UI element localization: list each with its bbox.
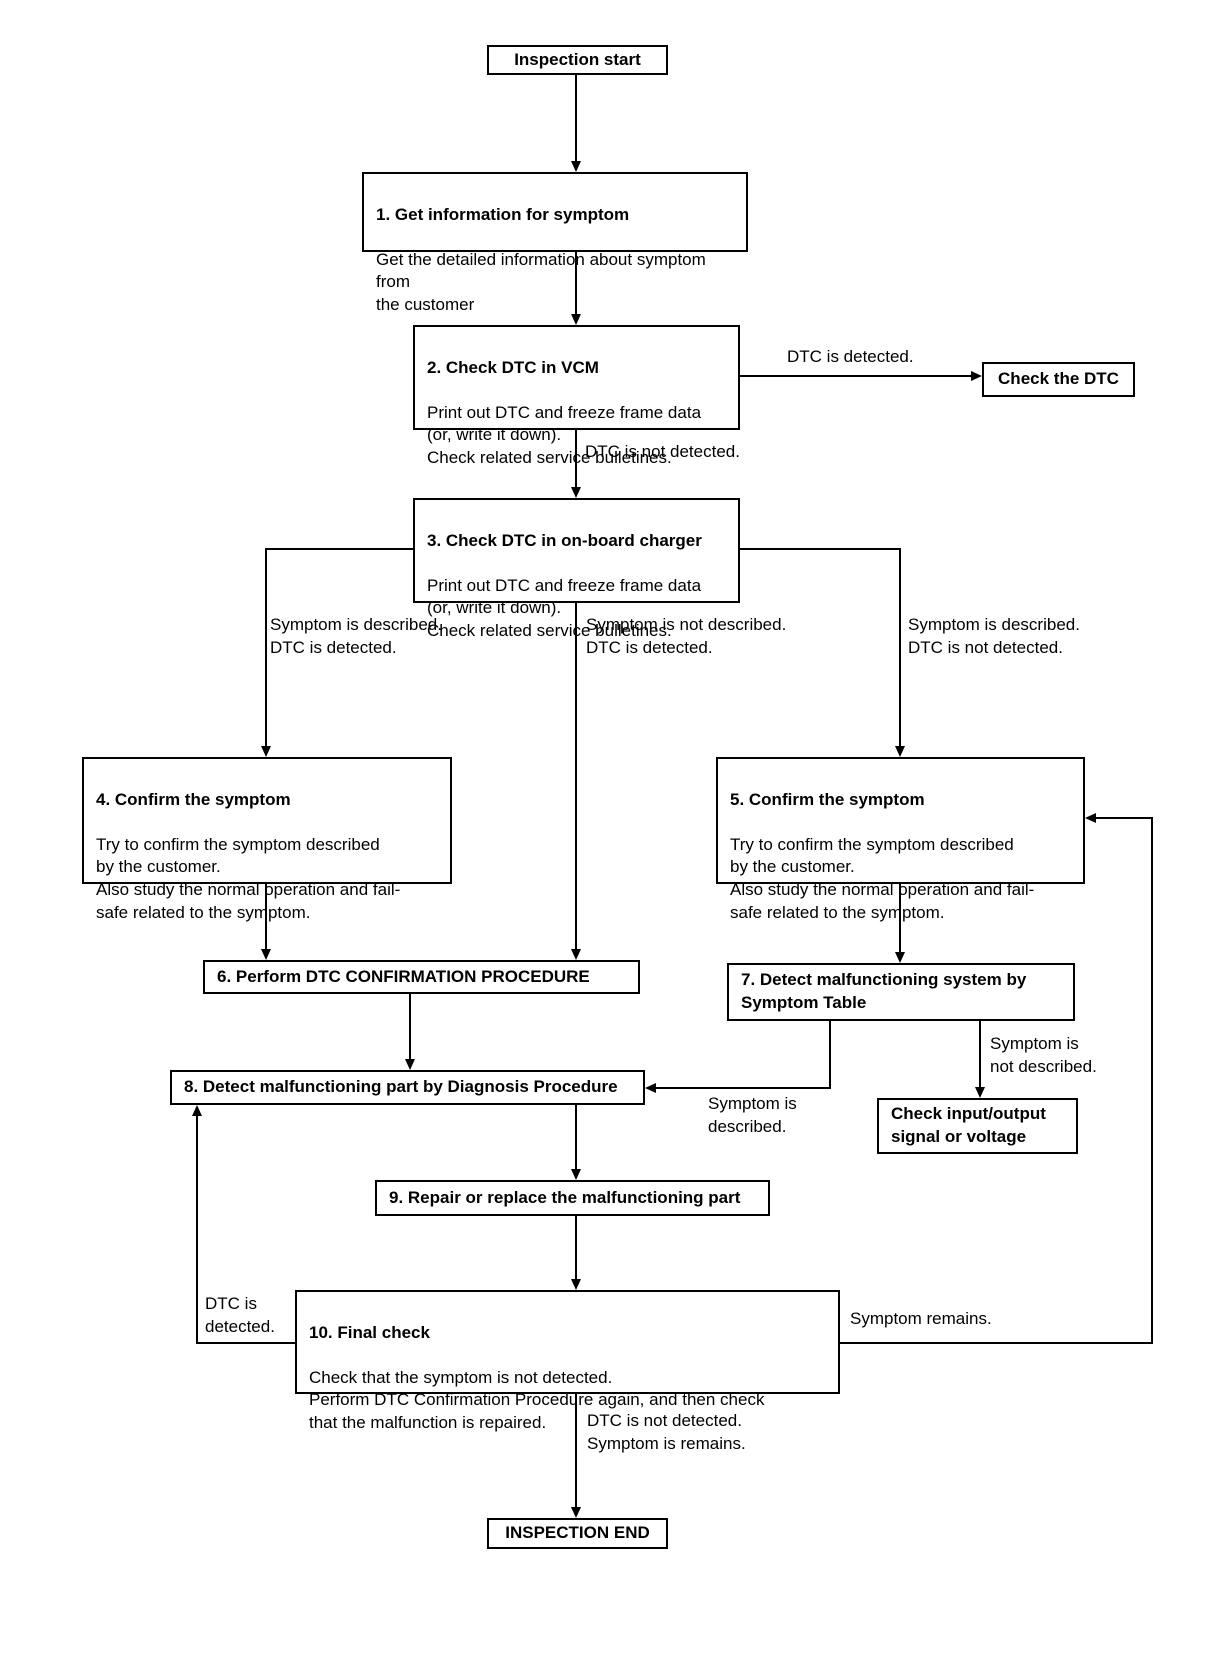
edge-label-symptom-not-described: Symptom is not described. (990, 1034, 1097, 1076)
connector-step10-step8-horizontal (196, 1342, 295, 1344)
node-step7-detect-system: 7. Detect malfunctioning system by Sympt… (727, 963, 1075, 1021)
node-check-io-signal: Check input/output signal or voltage (877, 1098, 1078, 1154)
connector-step4-step6 (265, 883, 267, 950)
node-title: 10. Final check (309, 1322, 430, 1342)
arrowhead-step10-step8 (192, 1105, 202, 1116)
node-step1-get-information: 1. Get information for symptom Get the d… (362, 172, 748, 314)
node-body: Try to confirm the symptom described by … (96, 834, 401, 922)
connector-step7-checkio (979, 1021, 981, 1088)
node-label: 7. Detect malfunctioning system by Sympt… (741, 970, 1027, 1012)
edge-label-branch-right: Symptom is described. DTC is not detecte… (908, 615, 1080, 657)
node-body: Try to confirm the symptom described by … (730, 834, 1035, 922)
node-label: Check input/output signal or voltage (891, 1104, 1046, 1146)
connector-step3-right-horizontal (740, 548, 901, 550)
node-step6-dtc-confirmation: 6. Perform DTC CONFIRMATION PROCEDURE (203, 960, 640, 994)
connector-step5-step7 (899, 884, 901, 953)
connector-step7-step8-horizontal (656, 1087, 831, 1089)
node-step10-final-check: 10. Final check Check that the symptom i… (295, 1290, 840, 1432)
connector-step3-left-horizontal (265, 548, 413, 550)
connector-step9-step10 (575, 1216, 577, 1280)
connector-step1-step2 (575, 252, 577, 315)
node-title: 2. Check DTC in VCM (427, 357, 599, 377)
arrowhead-step5-step7 (895, 952, 905, 963)
node-label: Inspection start (514, 49, 641, 69)
node-step2-check-dtc-vcm: 2. Check DTC in VCM Print out DTC and fr… (413, 325, 740, 467)
node-step4-confirm-symptom: 4. Confirm the symptom Try to confirm th… (82, 757, 452, 922)
arrowhead-step2-checkdtc (971, 371, 982, 381)
arrowhead-step4-step6 (261, 949, 271, 960)
edge-label-symptom-remains: Symptom remains. (850, 1309, 992, 1328)
node-body: Print out DTC and freeze frame data (or,… (427, 402, 702, 468)
node-inspection-start: Inspection start (487, 45, 668, 75)
node-label: 6. Perform DTC CONFIRMATION PROCEDURE (217, 966, 590, 986)
node-title: 4. Confirm the symptom (96, 789, 291, 809)
edge-label-branch-left: Symptom is described. DTC is detected. (270, 615, 442, 657)
arrowhead-step10-step5 (1085, 813, 1096, 823)
edge-label-final-exit: DTC is not detected. Symptom is remains. (587, 1411, 746, 1453)
arrowhead-step3-step5 (895, 746, 905, 757)
edge-label-branch-mid: Symptom is not described. DTC is detecte… (586, 615, 787, 657)
node-step8-detect-part: 8. Detect malfunctioning part by Diagnos… (170, 1070, 645, 1105)
node-body: Get the detailed information about sympt… (376, 249, 706, 315)
connector-step3-left-vertical (265, 548, 267, 747)
arrowhead-step1-step2 (571, 314, 581, 325)
connector-step6-step8 (409, 994, 411, 1060)
arrowhead-step10-end (571, 1507, 581, 1518)
connector-step10-step5-top (1096, 817, 1153, 819)
node-step9-repair-replace: 9. Repair or replace the malfunctioning … (375, 1180, 770, 1216)
arrowhead-step6-step8 (405, 1059, 415, 1070)
node-step3-check-dtc-charger: 3. Check DTC in on-board charger Print o… (413, 498, 740, 640)
node-title: 3. Check DTC in on-board charger (427, 530, 702, 550)
node-title: 5. Confirm the symptom (730, 789, 925, 809)
edge-label-dtc-detected-loop: DTC is detected. (205, 1294, 275, 1336)
node-body: Print out DTC and freeze frame data (or,… (427, 575, 702, 641)
node-body: Check that the symptom is not detected. … (309, 1367, 765, 1433)
arrowhead-step8-step9 (571, 1169, 581, 1180)
arrowhead-start-step1 (571, 161, 581, 172)
connector-step10-step5-vertical (1151, 817, 1153, 1344)
node-label: 8. Detect malfunctioning part by Diagnos… (184, 1077, 618, 1097)
node-inspection-end: INSPECTION END (487, 1518, 668, 1549)
edge-label-symptom-described: Symptom is described. (708, 1094, 797, 1136)
node-title: 1. Get information for symptom (376, 204, 630, 224)
connector-step3-right-vertical (899, 548, 901, 747)
arrowhead-step7-step8 (645, 1083, 656, 1093)
connector-step7-step8-vertical (829, 1021, 831, 1088)
node-check-the-dtc: Check the DTC (982, 362, 1135, 397)
node-label: 9. Repair or replace the malfunctioning … (389, 1187, 741, 1207)
arrowhead-step2-step3 (571, 487, 581, 498)
node-label: INSPECTION END (505, 1523, 650, 1543)
connector-step10-step5-bottom (840, 1342, 1153, 1344)
connector-step8-step9 (575, 1105, 577, 1170)
connector-step10-end (575, 1394, 577, 1508)
connector-step10-step8-vertical (196, 1112, 198, 1344)
connector-start-step1 (575, 75, 577, 162)
connector-step3-step6 (575, 603, 577, 950)
arrowhead-step3-step6 (571, 949, 581, 960)
arrowhead-step9-step10 (571, 1279, 581, 1290)
connector-step2-step3 (575, 430, 577, 488)
arrowhead-step7-checkio (975, 1087, 985, 1098)
edge-label-dtc-not-detected: DTC is not detected. (585, 442, 740, 461)
node-label: Check the DTC (998, 369, 1119, 389)
edge-label-dtc-detected: DTC is detected. (787, 347, 914, 366)
connector-step2-checkdtc (740, 375, 971, 377)
arrowhead-step3-step4 (261, 746, 271, 757)
node-step5-confirm-symptom: 5. Confirm the symptom Try to confirm th… (716, 757, 1085, 922)
